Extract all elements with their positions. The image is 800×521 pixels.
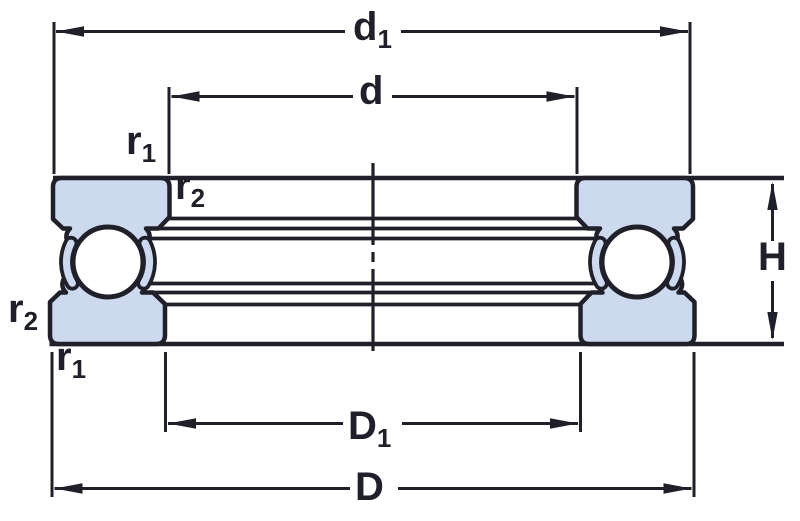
arrowhead-left-icon bbox=[54, 483, 83, 494]
dim-label-D-base: D bbox=[355, 465, 384, 509]
dimension-D1 bbox=[164, 352, 582, 432]
dim-label-r2-left: r2 bbox=[8, 287, 38, 334]
dimension-D bbox=[50, 352, 696, 497]
arrowhead-left-icon bbox=[56, 26, 84, 37]
dim-label-d-base: d bbox=[359, 69, 383, 113]
dim-label-r2-top: r2 bbox=[175, 164, 205, 211]
dim-label-r1-bottom-base: r bbox=[56, 335, 72, 379]
arrowhead-left-icon bbox=[171, 91, 200, 102]
dim-label-D1-sub: 1 bbox=[376, 423, 392, 453]
balls bbox=[70, 224, 675, 300]
dim-label-r1-bottom: r1 bbox=[56, 335, 86, 382]
dim-label-r1-top-sub: 1 bbox=[141, 138, 157, 168]
dim-label-d: d bbox=[359, 71, 383, 111]
dimension-H bbox=[767, 182, 778, 340]
dim-label-r1-bottom-sub: 1 bbox=[71, 354, 87, 384]
dim-label-r2-top-base: r bbox=[175, 164, 191, 208]
dim-label-r1-top: r1 bbox=[126, 119, 156, 166]
dim-label-D1: D1 bbox=[348, 404, 391, 451]
arrowhead-right-icon bbox=[550, 418, 578, 429]
dim-label-H: H bbox=[758, 237, 787, 277]
dim-label-d1-sub: 1 bbox=[377, 24, 392, 54]
arrowhead-right-icon bbox=[660, 26, 688, 37]
arrowhead-down-icon bbox=[767, 312, 778, 340]
ball-right bbox=[599, 224, 675, 300]
dim-label-d1-base: d bbox=[353, 5, 377, 49]
dim-label-r1-top-base: r bbox=[126, 119, 142, 163]
arrowhead-left-icon bbox=[168, 418, 196, 429]
dim-label-r2-left-base: r bbox=[8, 287, 24, 331]
dim-label-H-base: H bbox=[758, 235, 787, 279]
dimension-d bbox=[167, 87, 579, 174]
dim-label-d1: d1 bbox=[353, 5, 392, 52]
arrowhead-up-icon bbox=[767, 182, 778, 210]
dim-label-D: D bbox=[355, 467, 384, 507]
dimension-d1 bbox=[52, 22, 692, 174]
dim-label-D1-base: D bbox=[348, 404, 377, 448]
arrowhead-right-icon bbox=[546, 91, 575, 102]
washers bbox=[47, 175, 697, 347]
arrowhead-right-icon bbox=[663, 483, 692, 494]
dim-label-r2-left-sub: 2 bbox=[23, 306, 39, 336]
dim-label-r2-top-sub: 2 bbox=[190, 183, 206, 213]
ball-left bbox=[70, 224, 146, 300]
